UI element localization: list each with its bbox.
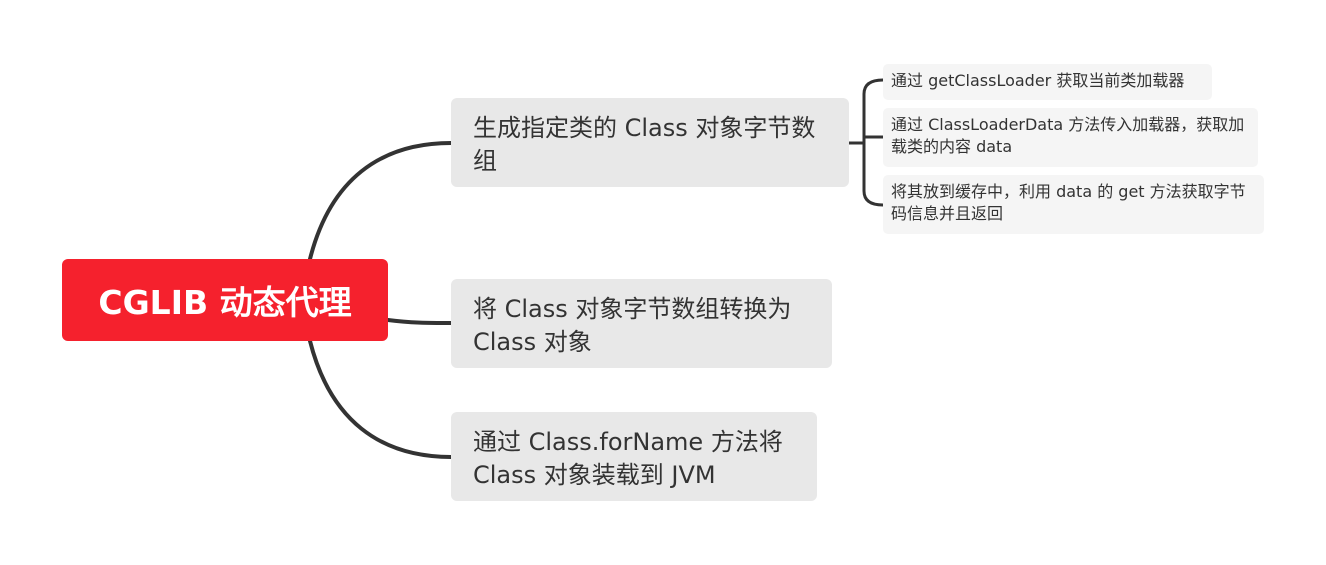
root-node-label: CGLIB 动态代理 <box>98 283 352 322</box>
connector-root-to-branch-1 <box>308 141 453 261</box>
root-node-cglib[interactable]: CGLIB 动态代理 <box>62 259 388 341</box>
branch-node-label: 生成指定类的 Class 对象字节数组 <box>473 114 816 175</box>
branch-node-generate-bytes[interactable]: 生成指定类的 Class 对象字节数组 <box>451 98 849 187</box>
branch-node-label: 将 Class 对象字节数组转换为 Class 对象 <box>473 295 792 356</box>
connector-root-to-branch-2 <box>386 318 453 325</box>
leaf-node-classloaderdata[interactable]: 通过 ClassLoaderData 方法传入加载器，获取加载类的内容 data <box>883 108 1258 167</box>
connector-brace <box>862 78 885 207</box>
leaf-node-get-classloader[interactable]: 通过 getClassLoader 获取当前类加载器 <box>883 64 1212 100</box>
branch-node-label: 通过 Class.forName 方法将 Class 对象装载到 JVM <box>473 428 783 489</box>
leaf-node-label: 将其放到缓存中，利用 data 的 get 方法获取字节码信息并且返回 <box>891 182 1246 223</box>
branch-node-load-to-jvm[interactable]: 通过 Class.forName 方法将 Class 对象装载到 JVM <box>451 412 817 501</box>
leaf-node-label: 通过 getClassLoader 获取当前类加载器 <box>891 71 1185 90</box>
connector-root-to-branch-3 <box>308 339 453 459</box>
branch-node-convert-to-class[interactable]: 将 Class 对象字节数组转换为 Class 对象 <box>451 279 832 368</box>
leaf-node-cache-and-return[interactable]: 将其放到缓存中，利用 data 的 get 方法获取字节码信息并且返回 <box>883 175 1264 234</box>
leaf-node-label: 通过 ClassLoaderData 方法传入加载器，获取加载类的内容 data <box>891 115 1245 156</box>
